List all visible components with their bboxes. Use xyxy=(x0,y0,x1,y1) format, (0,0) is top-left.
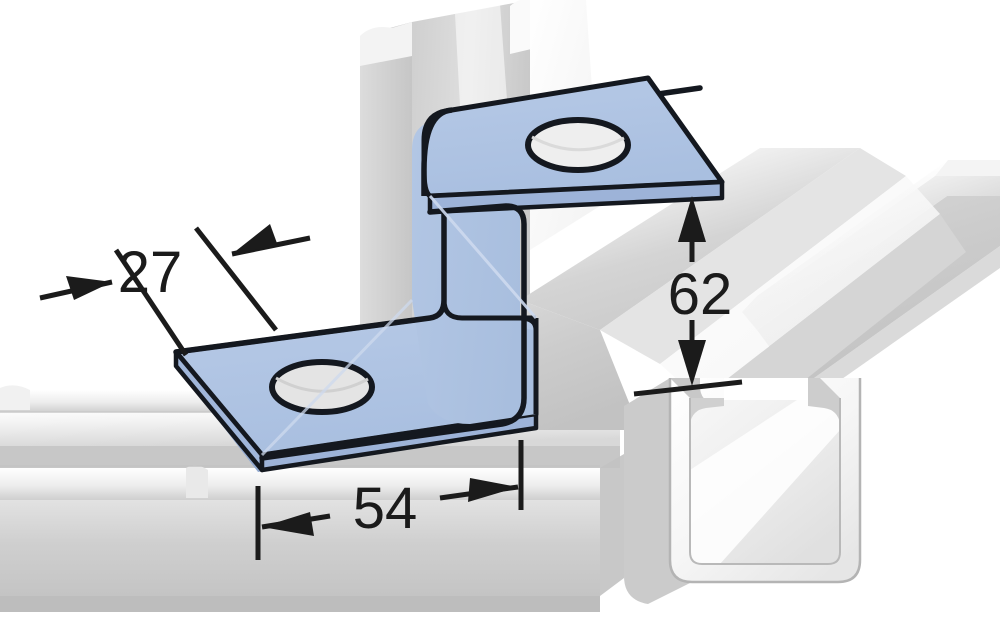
channel-end-lip-right xyxy=(808,378,840,424)
dim-27-ext-line-right xyxy=(194,226,278,332)
web-upper-left-outline xyxy=(421,107,453,196)
dim-62-label: 62 xyxy=(668,262,733,327)
front-channel-end-right xyxy=(600,454,624,596)
front-channel-near-lip xyxy=(0,468,600,500)
upper-plate-hole xyxy=(525,117,631,173)
dim-54-arrow-left xyxy=(262,512,314,536)
upper-plate-hole-inner-shade xyxy=(531,135,625,152)
mid-rail-face xyxy=(505,300,640,430)
web-front-outline xyxy=(259,203,527,461)
dim-27-arrow-left xyxy=(66,276,112,300)
dimension-54: 54 xyxy=(255,440,524,560)
dim-27-label: 27 xyxy=(118,240,183,305)
z-bracket xyxy=(173,75,725,473)
dim-54-label: 54 xyxy=(353,476,418,541)
mid-rail-shade xyxy=(700,214,966,430)
dim-27-ext-line-left xyxy=(113,248,189,357)
dim-62-arrow-down xyxy=(678,340,706,386)
channel-end-lip-left-inner xyxy=(690,398,724,424)
front-channel-front-face xyxy=(0,500,600,596)
mid-rail-band xyxy=(600,148,906,364)
front-channel-near-lip-cap xyxy=(186,465,208,498)
rear-channel-underside xyxy=(800,246,1000,400)
front-channel-back-lip-cap xyxy=(0,385,30,410)
rear-channel-lip-far xyxy=(935,160,1000,176)
channel-end-slot-gap xyxy=(724,378,808,400)
channel-end-section xyxy=(624,378,862,604)
lower-plate-hole xyxy=(269,359,375,415)
web-crease-upper xyxy=(428,195,538,319)
vertical-channel-left-flange xyxy=(360,22,412,384)
dim-27-arrow-right xyxy=(232,224,278,254)
front-channel-bottom xyxy=(0,596,600,612)
channel-end-inner-highlight xyxy=(690,398,840,564)
dim-62-ext-line-bottom xyxy=(633,379,743,397)
dimension-27: 27 xyxy=(39,224,311,357)
mid-channel-rail xyxy=(505,148,966,430)
channel-end-inner-outline xyxy=(689,398,841,565)
dim-54-arrow-right xyxy=(468,478,518,502)
dimension-62: 62 xyxy=(633,196,743,397)
vertical-channel-left-lip xyxy=(360,22,412,66)
web-crease-lower xyxy=(260,298,414,457)
channel-end-left-wall xyxy=(624,378,692,604)
channel-end-outline xyxy=(668,378,862,584)
dim-62-arrow-up xyxy=(678,196,706,242)
web-inner-bend-outline xyxy=(441,299,536,321)
mid-rail-highlight xyxy=(660,176,940,400)
